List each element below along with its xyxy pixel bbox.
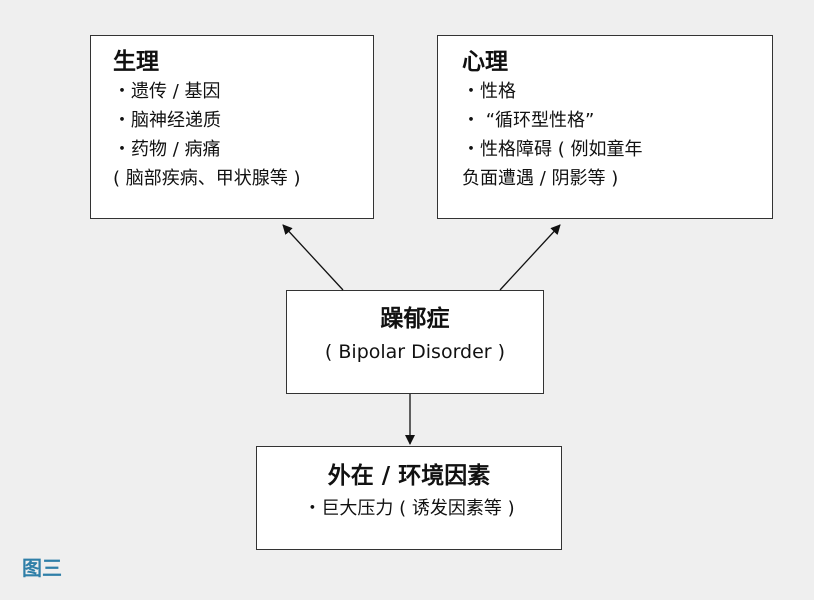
psychology-box: 心理 ・性格 ・ “循环型性格” ・性格障碍 ( 例如童年 负面遭遇 / 阴影等… <box>437 35 773 219</box>
arrow-to-psychology <box>499 224 561 291</box>
psychology-item: ・性格障碍 ( 例如童年 <box>462 139 643 160</box>
arrow-to-biology <box>282 224 344 291</box>
environment-item: ・巨大压力 ( 诱发因素等 ) <box>303 498 515 519</box>
environment-title: 外在 / 环境因素 <box>327 463 491 489</box>
psychology-item: ・ “循环型性格” <box>462 110 595 131</box>
psychology-item: 负面遭遇 / 阴影等 ) <box>462 168 619 189</box>
biology-item: ・药物 / 病痛 <box>113 139 221 160</box>
center-subtitle: ( Bipolar Disorder ) <box>324 341 506 363</box>
environment-box: 外在 / 环境因素 ・巨大压力 ( 诱发因素等 ) <box>256 446 562 550</box>
biology-item: ・遗传 / 基因 <box>113 81 221 102</box>
biology-box: 生理 ・遗传 / 基因 ・脑神经递质 ・药物 / 病痛 ( 脑部疾病、甲状腺等 … <box>90 35 374 219</box>
figure-caption: 图三 <box>22 556 62 580</box>
biology-title: 生理 <box>113 49 159 75</box>
psychology-title: 心理 <box>462 49 508 75</box>
biology-item: ( 脑部疾病、甲状腺等 ) <box>113 168 301 189</box>
bipolar-disorder-box: 躁郁症 ( Bipolar Disorder ) <box>286 290 544 394</box>
center-title: 躁郁症 <box>380 306 450 332</box>
biology-item: ・脑神经递质 <box>113 110 221 131</box>
psychology-item: ・性格 <box>462 81 516 102</box>
